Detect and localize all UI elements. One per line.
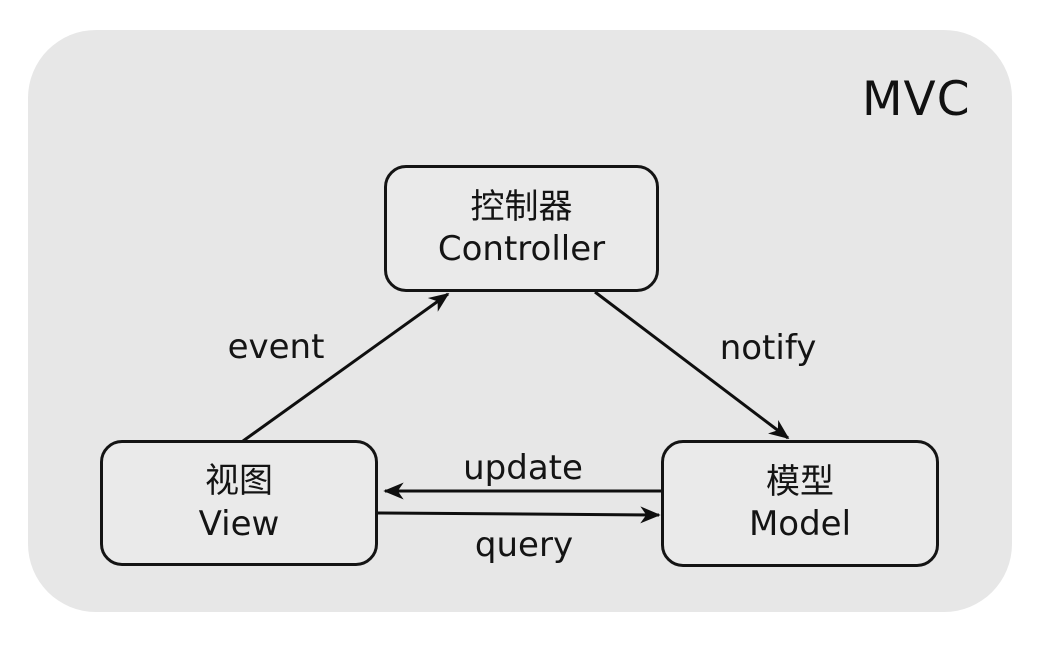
node-controller-label-zh: 控制器 [470, 186, 573, 227]
node-view: 视图 View [100, 440, 378, 566]
node-model-label-zh: 模型 [766, 461, 834, 502]
node-view-label-en: View [198, 503, 280, 544]
edge-label-event: event [227, 327, 325, 367]
node-controller: 控制器 Controller [384, 165, 659, 292]
edge-label-notify: notify [719, 328, 817, 368]
node-controller-label-en: Controller [437, 229, 606, 269]
edge-label-query: query [474, 525, 574, 565]
diagram-title: MVC [862, 72, 971, 127]
node-view-label-zh: 视图 [205, 461, 273, 502]
edge-label-update: update [463, 448, 583, 488]
node-model: 模型 Model [661, 440, 939, 567]
node-model-label-en: Model [748, 504, 852, 544]
